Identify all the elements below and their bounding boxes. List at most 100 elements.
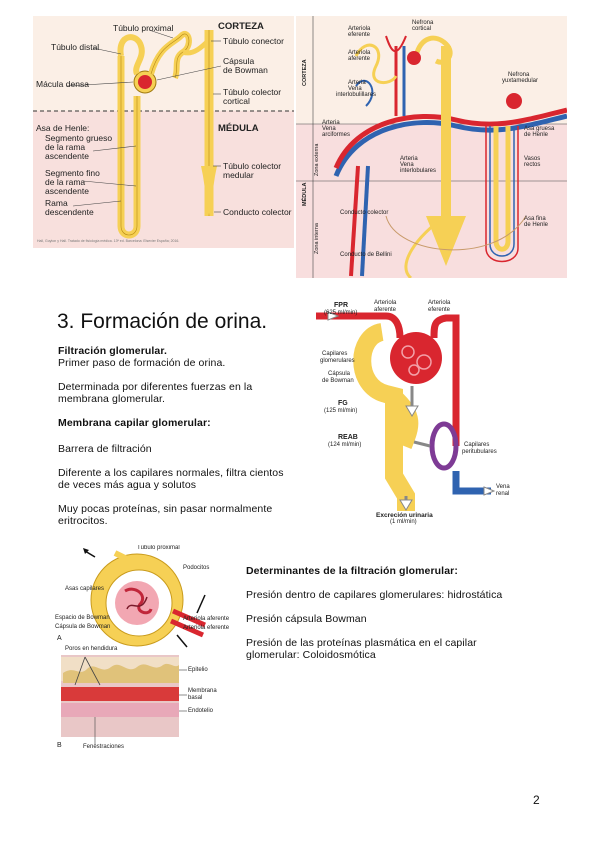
page-number: 2	[533, 793, 540, 807]
filtration-barrier-text: Barrera de filtración	[58, 443, 152, 455]
thin-henle-label-1: Asa fina	[524, 216, 546, 222]
efferent-arteriole-label-2: eferente	[348, 32, 371, 38]
thick-segment-label-1: Segmento grueso	[45, 133, 113, 143]
glomerular-membrane-figure: Túbulo proximal Podocitos Asas capilares…	[55, 545, 235, 751]
juxtamedullary-nephron-label-1: Nefrona	[508, 72, 530, 78]
interlobular-vessels-label-1: Arteria	[348, 80, 366, 86]
thick-segment-label-2: de la rama	[45, 142, 86, 152]
proximal-tubule-label: Túbulo proximal	[113, 23, 174, 33]
different-text-1: Diferente a los capilares normales, filt…	[58, 467, 284, 479]
nephron-segments-figure: CORTEZA MÉDULA Túbulo proximal Túbulo di…	[33, 16, 294, 248]
efferent-arteriole-label: Arteriola eferente	[183, 625, 230, 631]
determined-text-1: Determinada por diferentes fuerzas en la	[58, 381, 253, 393]
rpf-value: (625 ml/min)	[324, 310, 358, 316]
few-proteins-text-1: Muy pocas proteínas, sin pasar normalmen…	[58, 503, 273, 515]
renal-vein-label-2: renal	[496, 491, 510, 497]
efferent-label-1: Arteriola	[428, 300, 451, 306]
bowman-pressure-text: Presión cápsula Bowman	[246, 613, 367, 625]
glomerular-capillaries-label-2: glomerulares	[320, 358, 355, 364]
inner-zone-label: Zona interna	[314, 223, 320, 254]
medulla-zone-label: MÉDULA	[302, 182, 308, 206]
interlobar-vessels-label-1: Arteria	[400, 156, 418, 162]
connector-tubule-label: Túbulo conector	[223, 36, 284, 46]
interlobular-vessels-label-3: interlobulillares	[336, 92, 377, 98]
oncotic-pressure-text-2: glomerular: Coloidosmótica	[246, 649, 376, 661]
thick-henle-label-1: Asa gruesa	[524, 126, 555, 132]
bowman-capsule-label-2: de Bowman	[223, 65, 268, 75]
thick-henle-label-2: de Henle	[524, 132, 549, 138]
cortex-label: CORTEZA	[218, 21, 264, 32]
oncotic-pressure-text-1: Presión de las proteínas plasmática en e…	[246, 637, 477, 649]
basement-membrane-label-2: basal	[188, 695, 203, 701]
afferent-label-2: aferente	[374, 307, 397, 313]
determinants-title: Determinantes de la filtración glomerula…	[246, 565, 458, 577]
efferent-label-2: eferente	[428, 307, 451, 313]
cortical-collecting-label-2: cortical	[223, 96, 250, 106]
thin-segment-label-1: Segmento fino	[45, 168, 100, 178]
glomerular-capillaries-label-1: Capilares	[322, 351, 348, 357]
outer-zone-label: Zona externa	[314, 143, 320, 176]
afferent-label-1: Arteriola	[374, 300, 397, 306]
interlobar-vessels-label-2: Vena	[400, 162, 414, 168]
renal-vasculature-drawing	[296, 16, 567, 278]
afferent-arteriole-label-1: Arteriola	[348, 50, 371, 56]
filtration-text: Primer paso de formación de orina.	[58, 357, 226, 369]
bowman-space-label: Espacio de Bowman	[55, 615, 110, 621]
membrane-title: Membrana capilar glomerular:	[58, 417, 211, 429]
capillary-loops-label: Asas capilares	[65, 586, 105, 592]
glomerular-membrane-drawing	[61, 548, 207, 745]
proximal-tubule-label: Túbulo proximal	[137, 545, 180, 551]
rpf-label: FPR	[334, 302, 348, 309]
gfr-label: FG	[338, 400, 348, 407]
fenestrations-label: Fenestraciones	[83, 744, 125, 750]
collecting-duct-label: Conducto colector	[223, 207, 292, 217]
thin-henle-label-2: de Henle	[524, 222, 549, 228]
panel-b-label: B	[57, 742, 62, 749]
interlobular-vessels-label-2: Vena	[348, 86, 362, 92]
different-text-2: de veces más agua y solutos	[58, 479, 197, 491]
efferent-arteriole-label-1: Arteriola	[348, 26, 371, 32]
thin-segment-label-2: de la rama	[45, 177, 86, 187]
arcuate-vessels-label-1: Arteria	[322, 120, 340, 126]
thin-segment-label-3: ascendente	[45, 186, 89, 196]
cortical-nephron-label-2: cortical	[412, 26, 432, 32]
bowman-capsule-label-1: Cápsula	[328, 371, 351, 377]
capillary-pressure-text: Presión dentro de capilares glomerulares…	[246, 589, 503, 601]
bellini-duct-label: Conducto de Bellini	[340, 252, 392, 258]
afferent-arteriole-label: Arteriola aferente	[183, 616, 230, 622]
peritubular-capillaries-label-1: Capilares	[464, 442, 490, 448]
epithelium-label: Epitelio	[188, 667, 208, 673]
gfr-value: (125 ml/min)	[324, 408, 358, 414]
medullary-collecting-label-2: medular	[223, 170, 254, 180]
macula-densa-label: Mácula densa	[36, 79, 89, 89]
distal-tubule-label: Túbulo distal	[51, 42, 100, 52]
bowman-capsule-label: Cápsula de Bowman	[55, 624, 111, 630]
arcuate-vessels-label-2: Vena	[322, 126, 336, 132]
bowman-capsule-label-1: Cápsula	[223, 56, 255, 66]
descending-limb-label-2: descendente	[45, 207, 94, 217]
cortex-zone-label: CORTEZA	[302, 59, 308, 86]
descending-limb-label-1: Rama	[45, 198, 68, 208]
section-title: 3. Formación de orina.	[57, 310, 268, 333]
juxtamedullary-nephron-label-2: yuxtamedular	[502, 78, 539, 84]
renal-vein-label-1: Vena	[496, 484, 510, 490]
henle-loop-label: Asa de Henle:	[36, 123, 90, 133]
reab-label: REAB	[338, 434, 358, 441]
panel-a-label: A	[57, 635, 62, 642]
renal-vasculature-figure: CORTEZA MÉDULA Zona externa Zona interna…	[296, 16, 567, 278]
bowman-capsule-label-2: de Bowman	[322, 378, 354, 384]
filtration-title: Filtración glomerular.	[58, 345, 167, 357]
endothelium-label: Endotelio	[188, 708, 214, 714]
urine-formation-figure: FPR (625 ml/min) Arteriola aferente Arte…	[316, 296, 521, 528]
urinary-excretion-label: Excreción urinaria	[376, 512, 433, 519]
vasa-recta-label-2: rectos	[524, 162, 541, 168]
podocytes-label: Podocitos	[183, 565, 210, 571]
urinary-excretion-value: (1 ml/min)	[390, 519, 417, 525]
cortical-nephron-label-1: Nefrona	[412, 20, 434, 26]
afferent-arteriole-label-2: aferente	[348, 56, 371, 62]
figure-credit: Hall, Guyton y Hall. Tratado de fisiolog…	[37, 239, 180, 243]
interlobar-vessels-label-3: interlobulares	[400, 168, 437, 174]
basement-membrane-label-1: Membrana	[188, 688, 217, 694]
medulla-label: MÉDULA	[218, 123, 259, 134]
vasa-recta-label-1: Vasos	[524, 156, 541, 162]
